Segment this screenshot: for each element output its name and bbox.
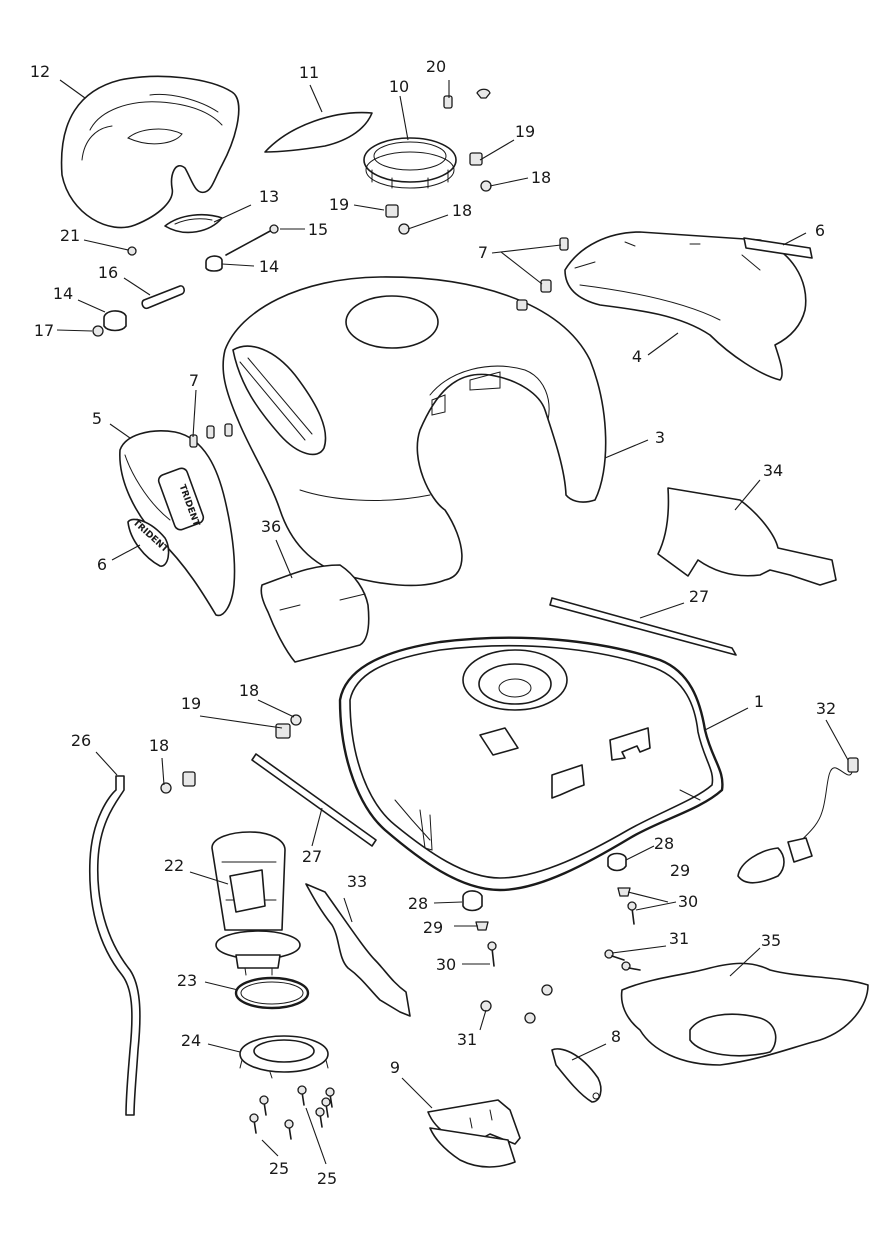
callout-32: 32	[816, 699, 836, 718]
callout-8: 8	[611, 1027, 621, 1046]
parts-28-to-31-hardware	[462, 852, 641, 1024]
callout-7: 7	[189, 371, 199, 390]
part-4-right-side-panel	[564, 231, 807, 381]
clips-7-left	[189, 423, 233, 448]
callout-14: 14	[53, 284, 73, 303]
callout-19: 19	[181, 694, 201, 713]
part-10-filler-ring	[363, 137, 457, 189]
callout-27: 27	[689, 587, 709, 606]
callout-4: 4	[632, 347, 642, 366]
callout-24: 24	[181, 1031, 201, 1050]
callout-31: 31	[457, 1030, 477, 1049]
callout-18: 18	[149, 736, 169, 755]
callout-25: 25	[269, 1159, 289, 1178]
callout-26: 26	[71, 731, 91, 750]
callout-27: 27	[302, 847, 322, 866]
leader-lines	[56, 79, 849, 1165]
part-24-locking-ring	[239, 1035, 329, 1079]
part-3-tank-shell	[222, 276, 607, 587]
fasteners-18-19-left	[160, 714, 302, 794]
callout-21: 21	[60, 226, 80, 245]
callout-36: 36	[261, 517, 281, 536]
callout-12: 12	[30, 62, 50, 81]
callout-22: 22	[164, 856, 184, 875]
callout-29: 29	[670, 861, 690, 880]
part-32-level-sensor	[737, 757, 859, 884]
callout-25: 25	[317, 1169, 337, 1188]
part-6-upper-badge	[743, 237, 813, 259]
callout-29: 29	[423, 918, 443, 937]
part-35-heat-pad	[620, 962, 869, 1066]
part-36-heat-pad	[260, 564, 370, 663]
callout-19: 19	[329, 195, 349, 214]
callout-6: 6	[815, 221, 825, 240]
callout-23: 23	[177, 971, 197, 990]
part-23-o-ring	[234, 976, 310, 1010]
clips-7-right	[516, 237, 569, 311]
callout-16: 16	[98, 263, 118, 282]
part-11-trim-panel	[264, 111, 373, 153]
callout-14: 14	[259, 257, 279, 276]
part-12-tank-top-cover	[60, 75, 240, 229]
part-5-left-side-panel: TRIDENT	[119, 430, 236, 617]
callout-5: 5	[92, 409, 102, 428]
callout-20: 20	[426, 57, 446, 76]
part-27-seal-strip-lower	[251, 753, 377, 847]
part-8-bracket	[551, 1048, 602, 1103]
part-25-screws	[249, 1085, 335, 1140]
callout-35: 35	[761, 931, 781, 950]
part-9-mounting-bracket	[427, 1099, 521, 1168]
callout-18: 18	[239, 681, 259, 700]
callout-28: 28	[654, 834, 674, 853]
part-34-heat-pad	[657, 487, 837, 586]
callout-9: 9	[390, 1058, 400, 1077]
part-1-fuel-tank	[338, 636, 724, 892]
callout-34: 34	[763, 461, 783, 480]
part-27-seal-strip	[549, 597, 737, 656]
callout-15: 15	[308, 220, 328, 239]
callout-28: 28	[408, 894, 428, 913]
callout-33: 33	[347, 872, 367, 891]
part-26-breather-pipe	[88, 775, 141, 1116]
part-33-heat-pad	[305, 883, 411, 1017]
callout-1: 1	[754, 692, 764, 711]
callout-30: 30	[436, 955, 456, 974]
callout-30: 30	[678, 892, 698, 911]
callout-31: 31	[669, 929, 689, 948]
callout-13: 13	[259, 187, 279, 206]
callout-6: 6	[97, 555, 107, 574]
part-22-fuel-pump	[211, 831, 301, 976]
callout-18: 18	[531, 168, 551, 187]
callout-labels: 12 11 10 20 19 18 19 18 13 21 15 14 16 1…	[30, 57, 836, 1188]
callout-7: 7	[478, 243, 488, 262]
parts-13-to-21-hardware	[92, 213, 279, 337]
callout-19: 19	[515, 122, 535, 141]
callout-11: 11	[299, 63, 319, 82]
callout-3: 3	[655, 428, 665, 447]
callout-17: 17	[34, 321, 54, 340]
callout-18: 18	[452, 201, 472, 220]
callout-10: 10	[389, 77, 409, 96]
